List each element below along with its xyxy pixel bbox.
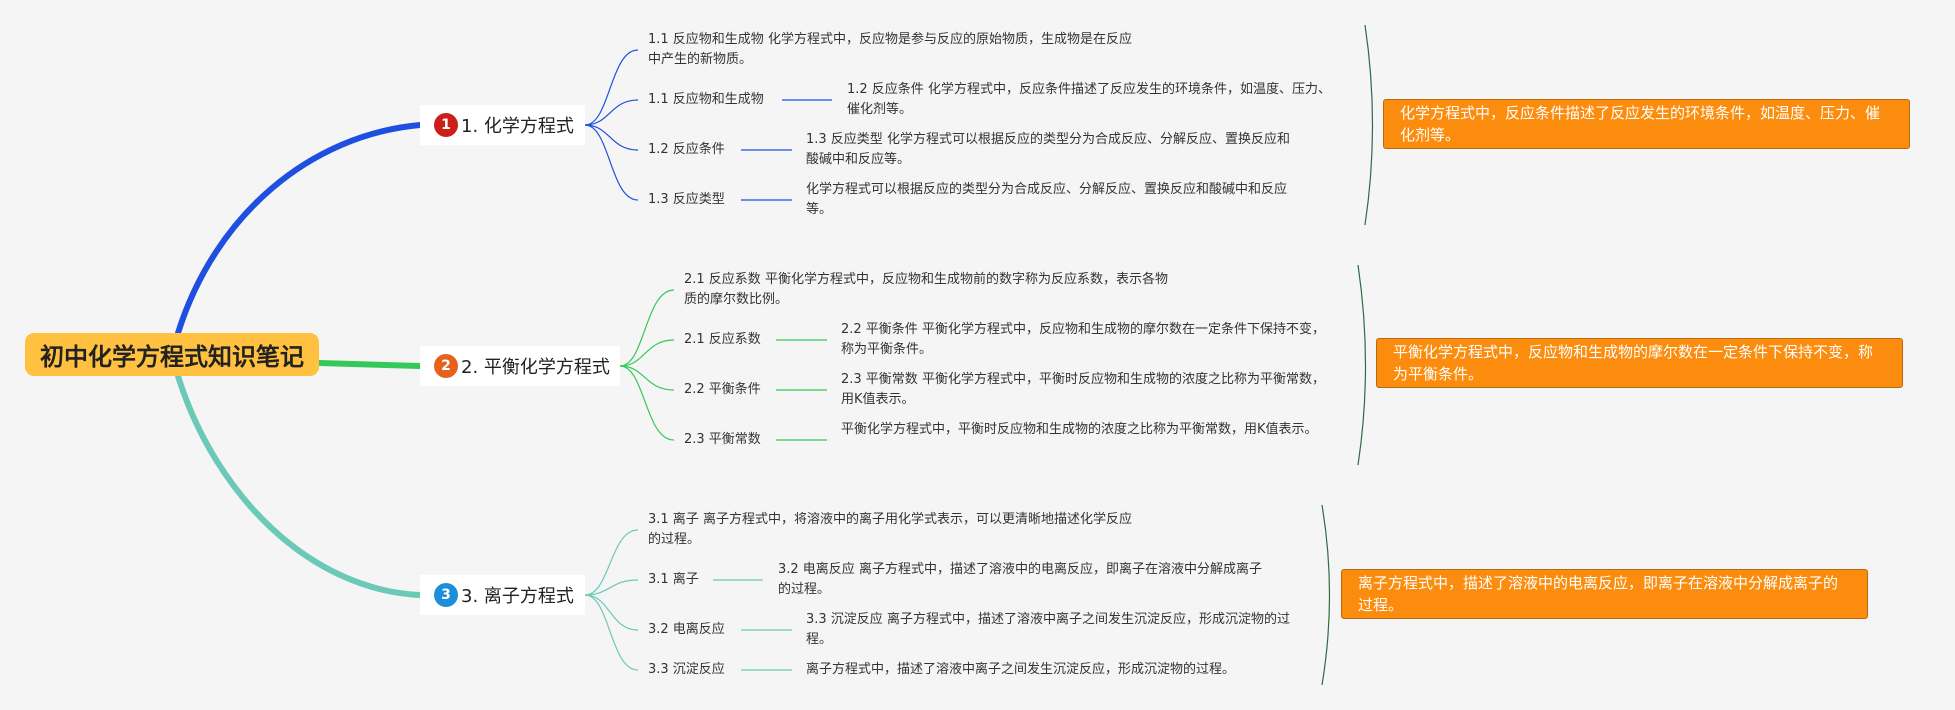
subtopic-2-2[interactable]: 2.1 反应系数 <box>684 332 761 347</box>
branch-topic-1[interactable]: 1 1. 化学方程式 <box>420 105 585 145</box>
branch-topic-2[interactable]: 2 2. 平衡化学方程式 <box>420 346 620 386</box>
root-topic[interactable]: 初中化学方程式知识笔记 <box>25 333 319 376</box>
subtopic-3-2[interactable]: 3.1 离子 <box>648 572 699 587</box>
number-badge-3: 3 <box>434 583 458 607</box>
number-badge-1: 1 <box>434 113 458 137</box>
subtopic-3-1[interactable]: 3.1 离子 离子方程式中，将溶液中的离子用化学式表示，可以更清晰地描述化学反应… <box>648 512 1132 547</box>
summary-brace-2 <box>1357 264 1367 466</box>
subtopic-1-1[interactable]: 1.1 反应物和生成物 化学方程式中，反应物是参与反应的原始物质，生成物是在反应… <box>648 32 1132 67</box>
subtopic-1-3[interactable]: 1.2 反应条件 <box>648 142 725 157</box>
subtopic-2-3[interactable]: 2.2 平衡条件 <box>684 382 761 397</box>
summary-note-1[interactable]: 化学方程式中，反应条件描述了反应发生的环境条件，如温度、压力、催化剂等。 <box>1383 99 1910 149</box>
branch-topic-3[interactable]: 3 3. 离子方程式 <box>420 575 585 615</box>
detail-3-3[interactable]: 离子方程式中，描述了溶液中离子之间发生沉淀反应，形成沉淀物的过程。 <box>806 662 1236 677</box>
detail-3-1[interactable]: 3.2 电离反应 离子方程式中，描述了溶液中的电离反应，即离子在溶液中分解成离子… <box>778 562 1262 597</box>
detail-3-2[interactable]: 3.3 沉淀反应 离子方程式中，描述了溶液中离子之间发生沉淀反应，形成沉淀物的过… <box>806 612 1290 647</box>
subtopic-1-4[interactable]: 1.3 反应类型 <box>648 192 725 207</box>
summary-note-2[interactable]: 平衡化学方程式中，反应物和生成物的摩尔数在一定条件下保持不变，称为平衡条件。 <box>1376 338 1903 388</box>
summary-note-3[interactable]: 离子方程式中，描述了溶液中的电离反应，即离子在溶液中分解成离子的过程。 <box>1341 569 1868 619</box>
summary-brace-3 <box>1321 504 1331 686</box>
root-link-3 <box>175 373 423 598</box>
root-link-2 <box>316 360 423 369</box>
branch-3-links <box>584 529 792 671</box>
detail-1-1[interactable]: 1.2 反应条件 化学方程式中，反应条件描述了反应发生的环境条件，如温度、压力、… <box>847 82 1331 117</box>
branch-1-links <box>584 49 832 201</box>
subtopic-1-2[interactable]: 1.1 反应物和生成物 <box>648 92 764 107</box>
detail-1-3[interactable]: 化学方程式可以根据反应的类型分为合成反应、分解反应、置换反应和酸碱中和反应等。 <box>806 182 1288 217</box>
detail-2-2[interactable]: 2.3 平衡常数 平衡化学方程式中，平衡时反应物和生成物的浓度之比称为平衡常数，… <box>841 372 1325 407</box>
branch-label-2: 2. 平衡化学方程式 <box>461 357 610 378</box>
detail-2-1[interactable]: 2.2 平衡条件 平衡化学方程式中，反应物和生成物的摩尔数在一定条件下保持不变，… <box>841 322 1325 357</box>
detail-1-2[interactable]: 1.3 反应类型 化学方程式可以根据反应的类型分为合成反应、分解反应、置换反应和… <box>806 132 1290 167</box>
summary-brace-1 <box>1364 24 1374 226</box>
subtopic-2-1[interactable]: 2.1 反应系数 平衡化学方程式中，反应物和生成物前的数字称为反应系数，表示各物… <box>684 272 1168 307</box>
root-link-1 <box>175 122 423 336</box>
subtopic-3-4[interactable]: 3.3 沉淀反应 <box>648 662 725 677</box>
detail-2-3[interactable]: 平衡化学方程式中，平衡时反应物和生成物的浓度之比称为平衡常数，用K值表示。 <box>841 422 1318 437</box>
branch-label-3: 3. 离子方程式 <box>461 586 574 607</box>
subtopic-3-3[interactable]: 3.2 电离反应 <box>648 622 725 637</box>
subtopic-2-4[interactable]: 2.3 平衡常数 <box>684 432 761 447</box>
branch-label-1: 1. 化学方程式 <box>461 116 574 137</box>
number-badge-2: 2 <box>434 354 458 378</box>
branch-2-links <box>619 289 827 441</box>
